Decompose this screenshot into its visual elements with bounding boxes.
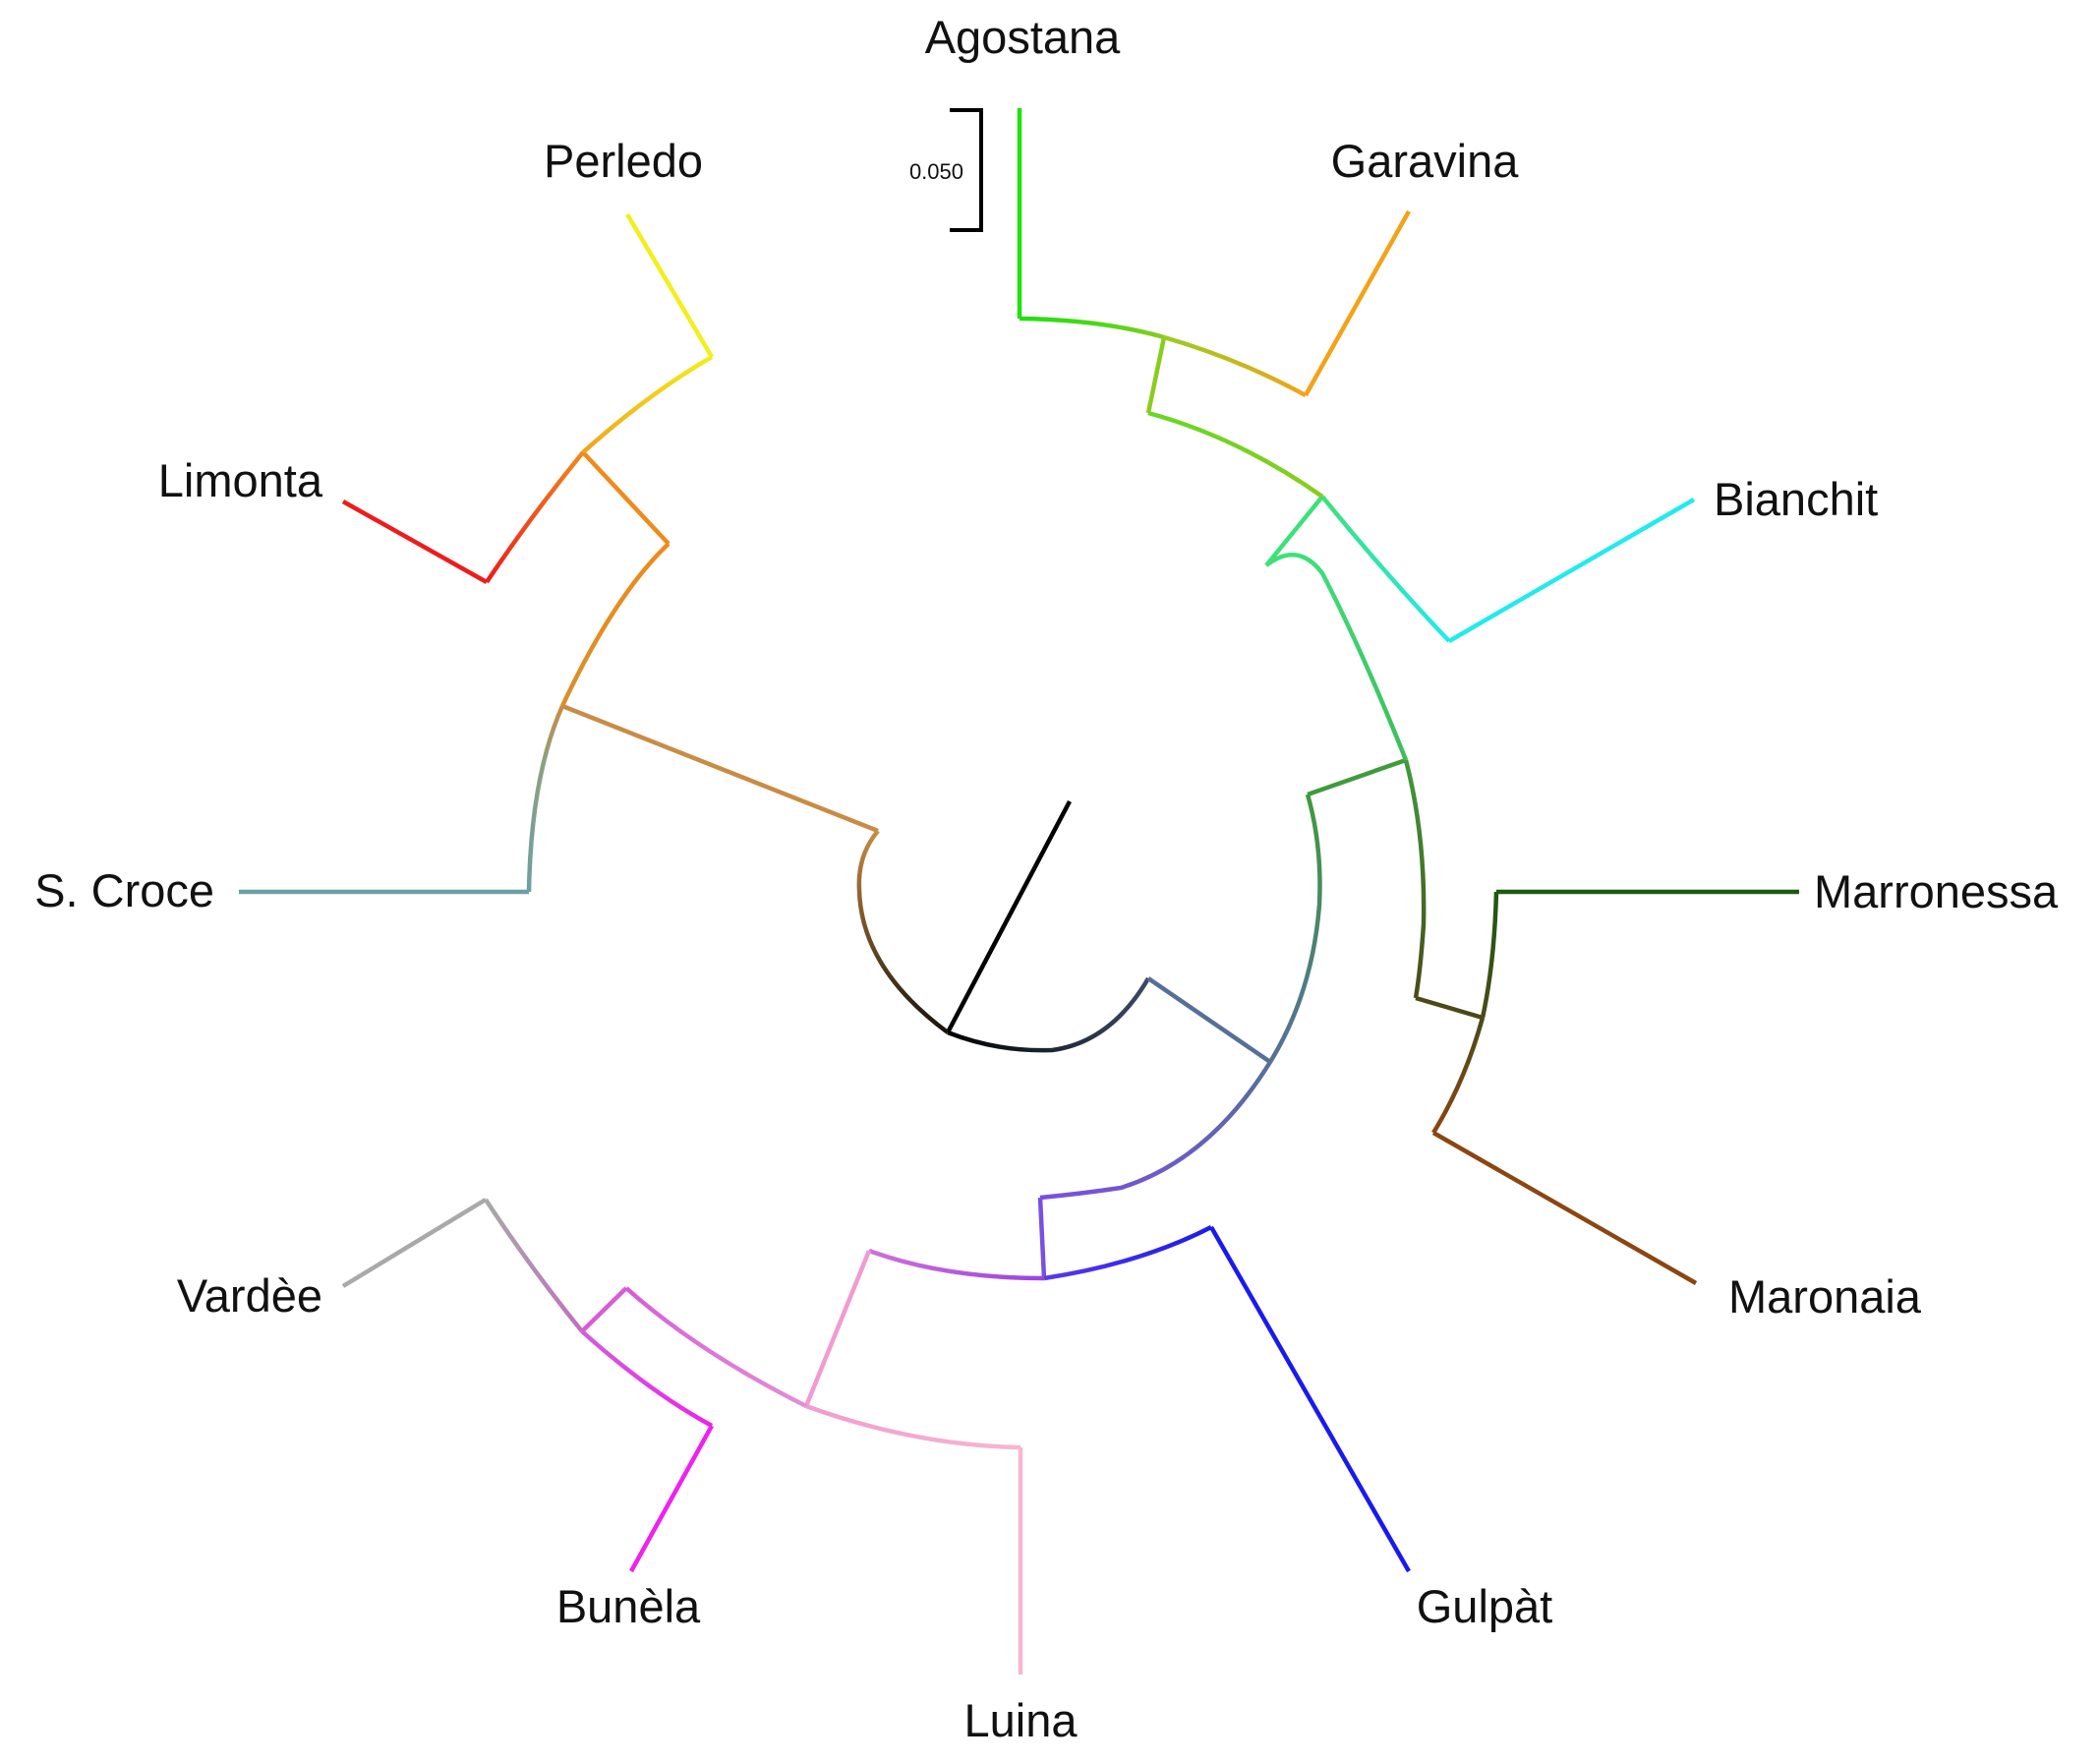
leaf-label-luina: Luina <box>964 1694 1079 1746</box>
brown-branch <box>1415 995 1484 1021</box>
root-arc-left <box>856 829 950 1034</box>
perledo-leaf-branch <box>625 212 714 359</box>
gulpat-leaf-branch <box>1209 1225 1411 1573</box>
leaf-label-bianchit: Bianchit <box>1714 473 1878 525</box>
vardee-arc <box>484 1198 584 1333</box>
left-clade-branches <box>239 212 879 895</box>
orange-branch <box>581 450 671 546</box>
lower-clade-branches <box>341 976 1411 1675</box>
lime-arc <box>1147 410 1324 499</box>
leaf-label-agostana: Agostana <box>925 11 1121 63</box>
orchid-branch <box>580 1286 628 1333</box>
root-stem <box>946 799 1072 1034</box>
root-branches <box>856 799 1150 1053</box>
maronaia-leaf-branch <box>1431 1131 1698 1285</box>
leaf-label-maronaia: Maronaia <box>1728 1270 1922 1323</box>
brown-arc <box>1403 759 1427 999</box>
limonta-arc <box>485 450 585 584</box>
root-arc-right <box>947 976 1150 1053</box>
bunela-arc <box>580 1329 714 1428</box>
ochre-branch <box>561 703 879 834</box>
lime-branch <box>1145 336 1167 414</box>
leaf-label-bunela: Bunèla <box>556 1580 701 1632</box>
orange-arc <box>559 542 671 707</box>
agostana-arc <box>1019 316 1165 340</box>
garavina-leaf-branch <box>1304 209 1411 397</box>
leaf-label-marronessa: Marronessa <box>1814 865 2059 917</box>
scale-bar-bracket <box>950 108 983 232</box>
violet-arc <box>1039 1060 1272 1201</box>
right-clade-branches <box>1017 108 1799 1285</box>
leaf-label-garavina: Garavina <box>1331 135 1520 187</box>
darkgreen-branch <box>1307 757 1407 797</box>
leaf-labels: Agostana Garavina Bianchit Marronessa Ma… <box>34 11 2059 1746</box>
teal-arc <box>526 705 565 893</box>
perledo-arc <box>581 355 714 454</box>
vardee-leaf-branch <box>341 1198 488 1288</box>
luina-arc <box>805 1403 1021 1450</box>
violet-branch <box>1037 1197 1047 1279</box>
garavina-arc <box>1163 334 1308 397</box>
gulpat-arc <box>1043 1224 1213 1281</box>
purple-arc <box>868 1248 1045 1281</box>
slate-to-darkgreen-arc <box>1268 794 1322 1064</box>
leaf-label-gulpat: Gulpàt <box>1417 1580 1552 1632</box>
bunela-leaf-branch <box>629 1424 714 1573</box>
green-arc <box>1264 552 1409 761</box>
leaf-label-perledo: Perledo <box>544 135 703 187</box>
orchid-arc <box>624 1286 808 1409</box>
leaf-label-vardee: Vardèe <box>177 1269 322 1322</box>
green-branch <box>1264 495 1324 567</box>
slate-branch <box>1146 976 1272 1064</box>
limonta-leaf-branch <box>341 500 489 584</box>
bianchit-leaf-branch <box>1447 498 1696 643</box>
scale-bar-label: 0.050 <box>909 159 963 184</box>
marronessa-arc <box>1480 891 1499 1019</box>
leaf-label-limonta: Limonta <box>158 454 323 506</box>
pink-branch <box>803 1250 872 1407</box>
scale-bar: 0.050 <box>909 108 983 232</box>
leaf-label-scroce: S. Croce <box>34 864 214 916</box>
maronaia-arc <box>1431 1017 1486 1135</box>
bianchit-arc <box>1320 495 1451 643</box>
